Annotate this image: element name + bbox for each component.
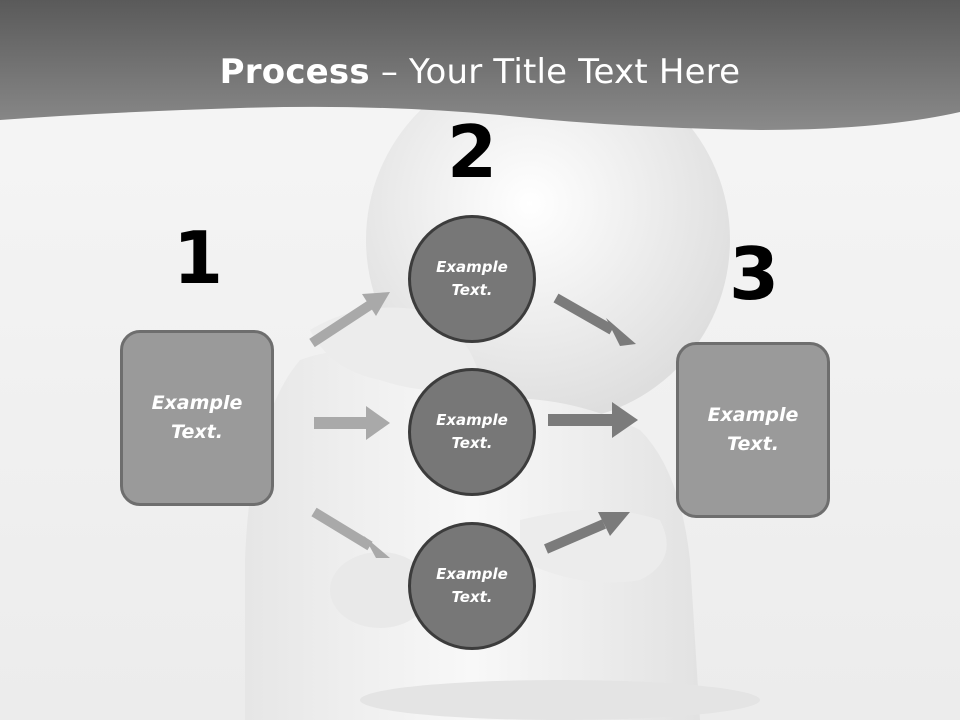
step-1-box-line2: Text. [171, 421, 223, 443]
step-2-circle-middle: Example Text. [408, 368, 536, 496]
step-2-circle-bottom: Example Text. [408, 522, 536, 650]
circle-bottom-line1: Example [436, 565, 508, 583]
step-3-box: Example Text. [676, 342, 830, 518]
circle-bottom-line2: Text. [451, 588, 493, 606]
title-rest: Your Title Text Here [409, 52, 741, 92]
step-number-3: 3 [728, 232, 780, 316]
circle-middle-line2: Text. [451, 434, 493, 452]
title-dash: – [369, 52, 410, 92]
step-1-box: Example Text. [120, 330, 274, 506]
circle-top-line2: Text. [451, 281, 493, 299]
step-2-circle-top: Example Text. [408, 215, 536, 343]
circle-top-line1: Example [436, 258, 508, 276]
step-number-2: 2 [446, 110, 498, 194]
step-1-box-line1: Example [151, 392, 243, 414]
page-title: Process – Your Title Text Here [0, 52, 960, 92]
step-3-box-line2: Text. [727, 433, 779, 455]
step-number-1: 1 [172, 216, 224, 300]
header-banner [0, 0, 960, 130]
circle-middle-line1: Example [436, 411, 508, 429]
title-bold: Process [219, 52, 370, 92]
step-3-box-line1: Example [707, 404, 799, 426]
